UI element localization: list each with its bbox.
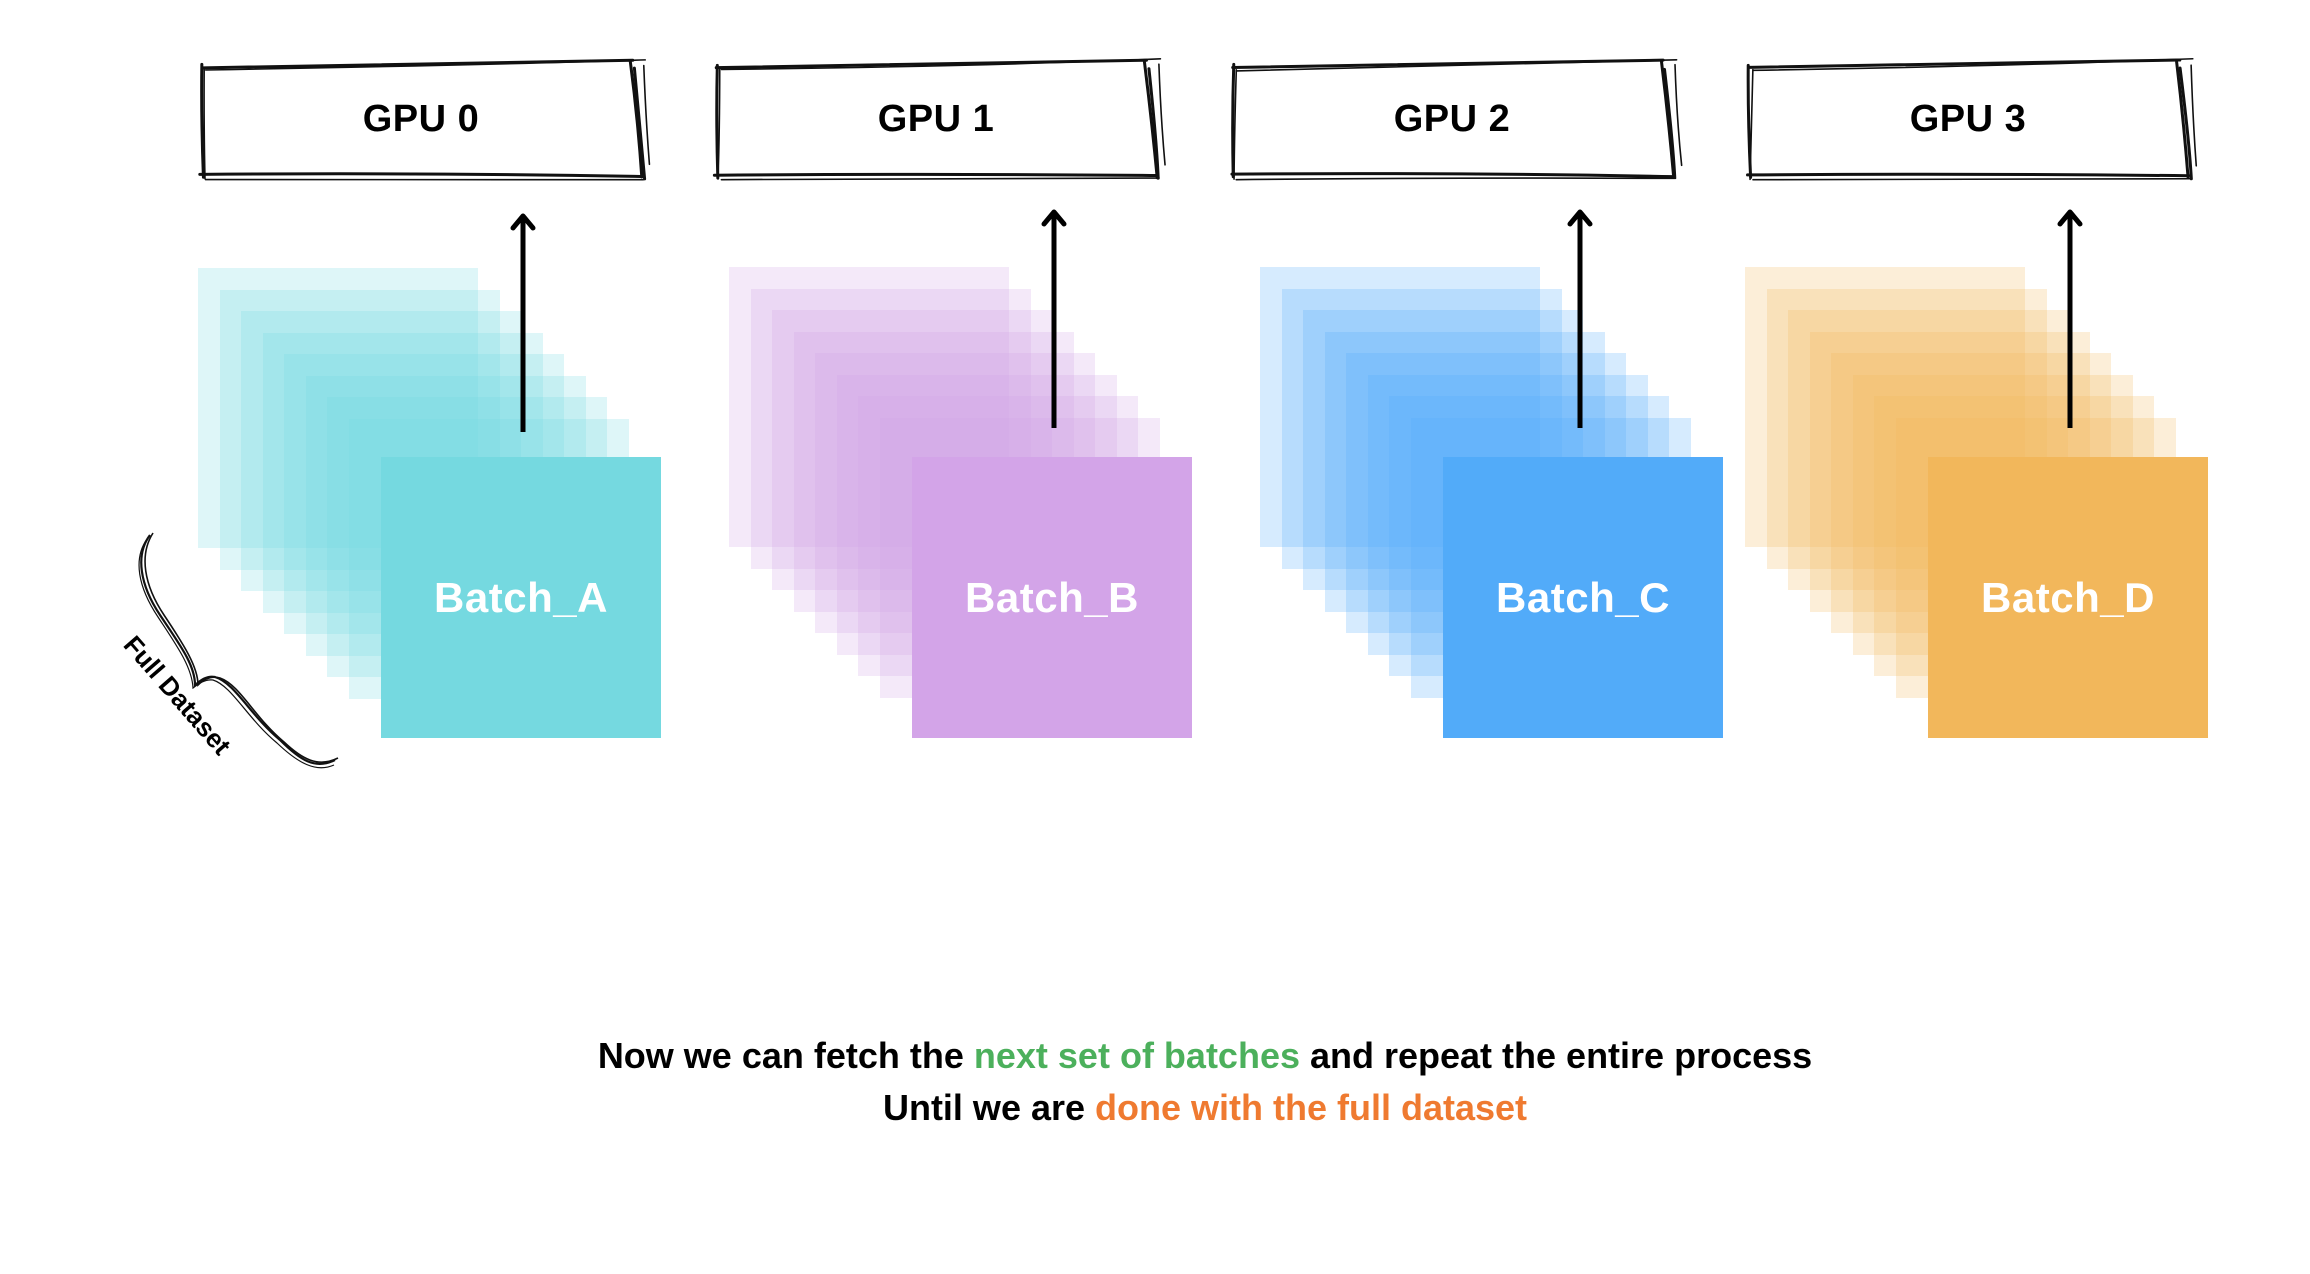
batch-square-b: Batch_B [912,457,1192,738]
sketch-stroke [1674,63,1683,167]
sketch-stroke [1663,67,1677,179]
gpu-label: GPU 3 [1909,97,2027,140]
gpu-box-1: GPU 1 [712,58,1166,181]
sketch-stroke [1235,58,1678,72]
gpu-label: GPU 1 [877,97,995,140]
sketch-stroke [2190,64,2198,167]
sketch-stroke [1235,177,1677,181]
batch-label: Batch_B [965,573,1139,621]
sketch-stroke [1231,62,1236,179]
sketch-stroke [628,59,644,179]
sketch-stroke [2178,66,2193,181]
arrow-up-icon [510,213,536,432]
arrow-up-icon [1041,209,1067,428]
sketch-stroke [1147,67,1160,180]
caption-line-1: Now we can fetch the next set of batches… [0,1035,2310,1077]
sketch-stroke [1158,63,1166,166]
sketch-stroke [198,172,643,178]
sketch-border [1746,57,2198,181]
gpu-label: GPU 2 [1393,97,1511,140]
sketch-stroke [204,59,647,71]
batch-square-c: Batch_C [1443,457,1723,738]
sketch-stroke [1746,172,2191,178]
sketch-stroke [717,67,721,180]
sketch-stroke [2175,60,2190,179]
caption-text: Until we are [882,1087,1096,1128]
caption-highlight-full-dataset: done with the full dataset [1095,1087,1528,1128]
caption-highlight-next-batches: next set of batches [973,1035,1300,1076]
sketch-stroke [200,62,205,179]
caption-text: Now we can fetch the [597,1035,974,1076]
batch-label: Batch_D [1981,573,2155,621]
sketch-stroke [1752,177,2191,181]
sketch-stroke [715,63,720,180]
gpu-box-3: GPU 3 [1746,57,2198,181]
sketch-border [712,58,1166,181]
batch-label: Batch_A [434,573,608,621]
batch-label: Batch_C [1496,573,1670,621]
sketch-stroke [203,67,206,180]
sketch-stroke [642,64,651,166]
gpu-box-0: GPU 0 [198,58,651,181]
sketch-stroke [1233,69,1238,180]
sketch-stroke [1142,59,1159,180]
sketch-stroke [1230,172,1675,179]
gpu-label: GPU 0 [362,97,480,140]
sketch-border [198,58,651,181]
sketch-stroke [1749,68,1754,181]
arrow-up-icon [1567,209,1593,428]
batch-square-a: Batch_A [381,457,661,738]
sketch-stroke [1752,57,2194,72]
sketch-stroke [712,172,1160,178]
caption-line-2: Until we are done with the full dataset [0,1087,2310,1129]
sketch-stroke [632,66,647,181]
sketch-stroke [720,177,1160,181]
batch-square-d: Batch_D [1928,457,2208,738]
caption-text: and repeat the entire process [1299,1035,1813,1076]
curly-brace-icon [138,532,339,769]
sketch-border [1230,58,1683,181]
gpu-box-2: GPU 2 [1230,58,1683,181]
arrow-up-icon [2057,209,2083,428]
sketch-stroke [720,58,1162,71]
